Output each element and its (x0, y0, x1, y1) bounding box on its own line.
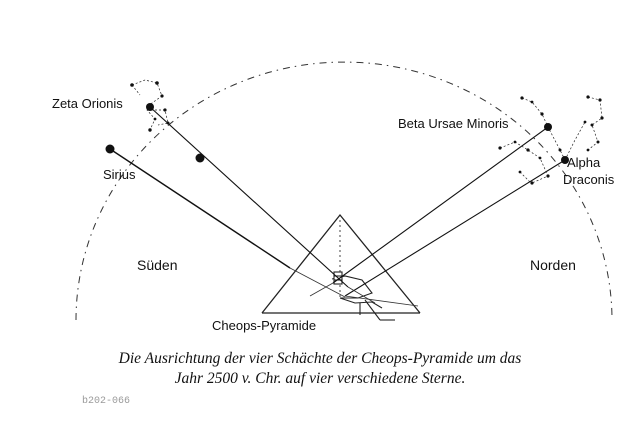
pyramid-outline (261, 213, 421, 314)
star-orion-belt (195, 153, 205, 163)
shaft-line-sirius (109, 148, 291, 269)
label-sirius: Sirius (103, 167, 136, 182)
orion-constellation (130, 79, 170, 132)
star-beta-ursae-minoris (544, 123, 552, 131)
label-beta-ursae-minoris: Beta Ursae Minoris (398, 116, 509, 131)
shaft-line-zeta-orionis (149, 106, 349, 288)
label-alpha-draconis-line1: Alpha (567, 155, 601, 170)
star-zeta-orionis (146, 103, 154, 111)
label-alpha-draconis-line2: Draconis (563, 172, 615, 187)
shaft-lines (109, 106, 566, 297)
label-zeta-orionis: Zeta Orionis (52, 96, 123, 111)
image-code: b202-066 (82, 396, 131, 407)
draco-ursa-minor-constellation (498, 95, 604, 185)
shaft-line-alpha-draconis (344, 159, 566, 297)
caption-line-1: Die Ausrichtung der vier Schächte der Ch… (118, 350, 522, 367)
shaft-line-beta-ursae-minoris (332, 126, 549, 284)
label-pyramid: Cheops-Pyramide (212, 318, 316, 333)
label-north: Norden (530, 257, 576, 273)
sky-dome-arc (75, 61, 613, 321)
caption-line-2: Jahr 2500 v. Chr. auf vier verschiedene … (174, 370, 466, 387)
star-alpha-draconis (561, 156, 569, 164)
extension-lines (289, 267, 419, 307)
label-south: Süden (137, 257, 177, 273)
star-sirius (105, 144, 115, 154)
